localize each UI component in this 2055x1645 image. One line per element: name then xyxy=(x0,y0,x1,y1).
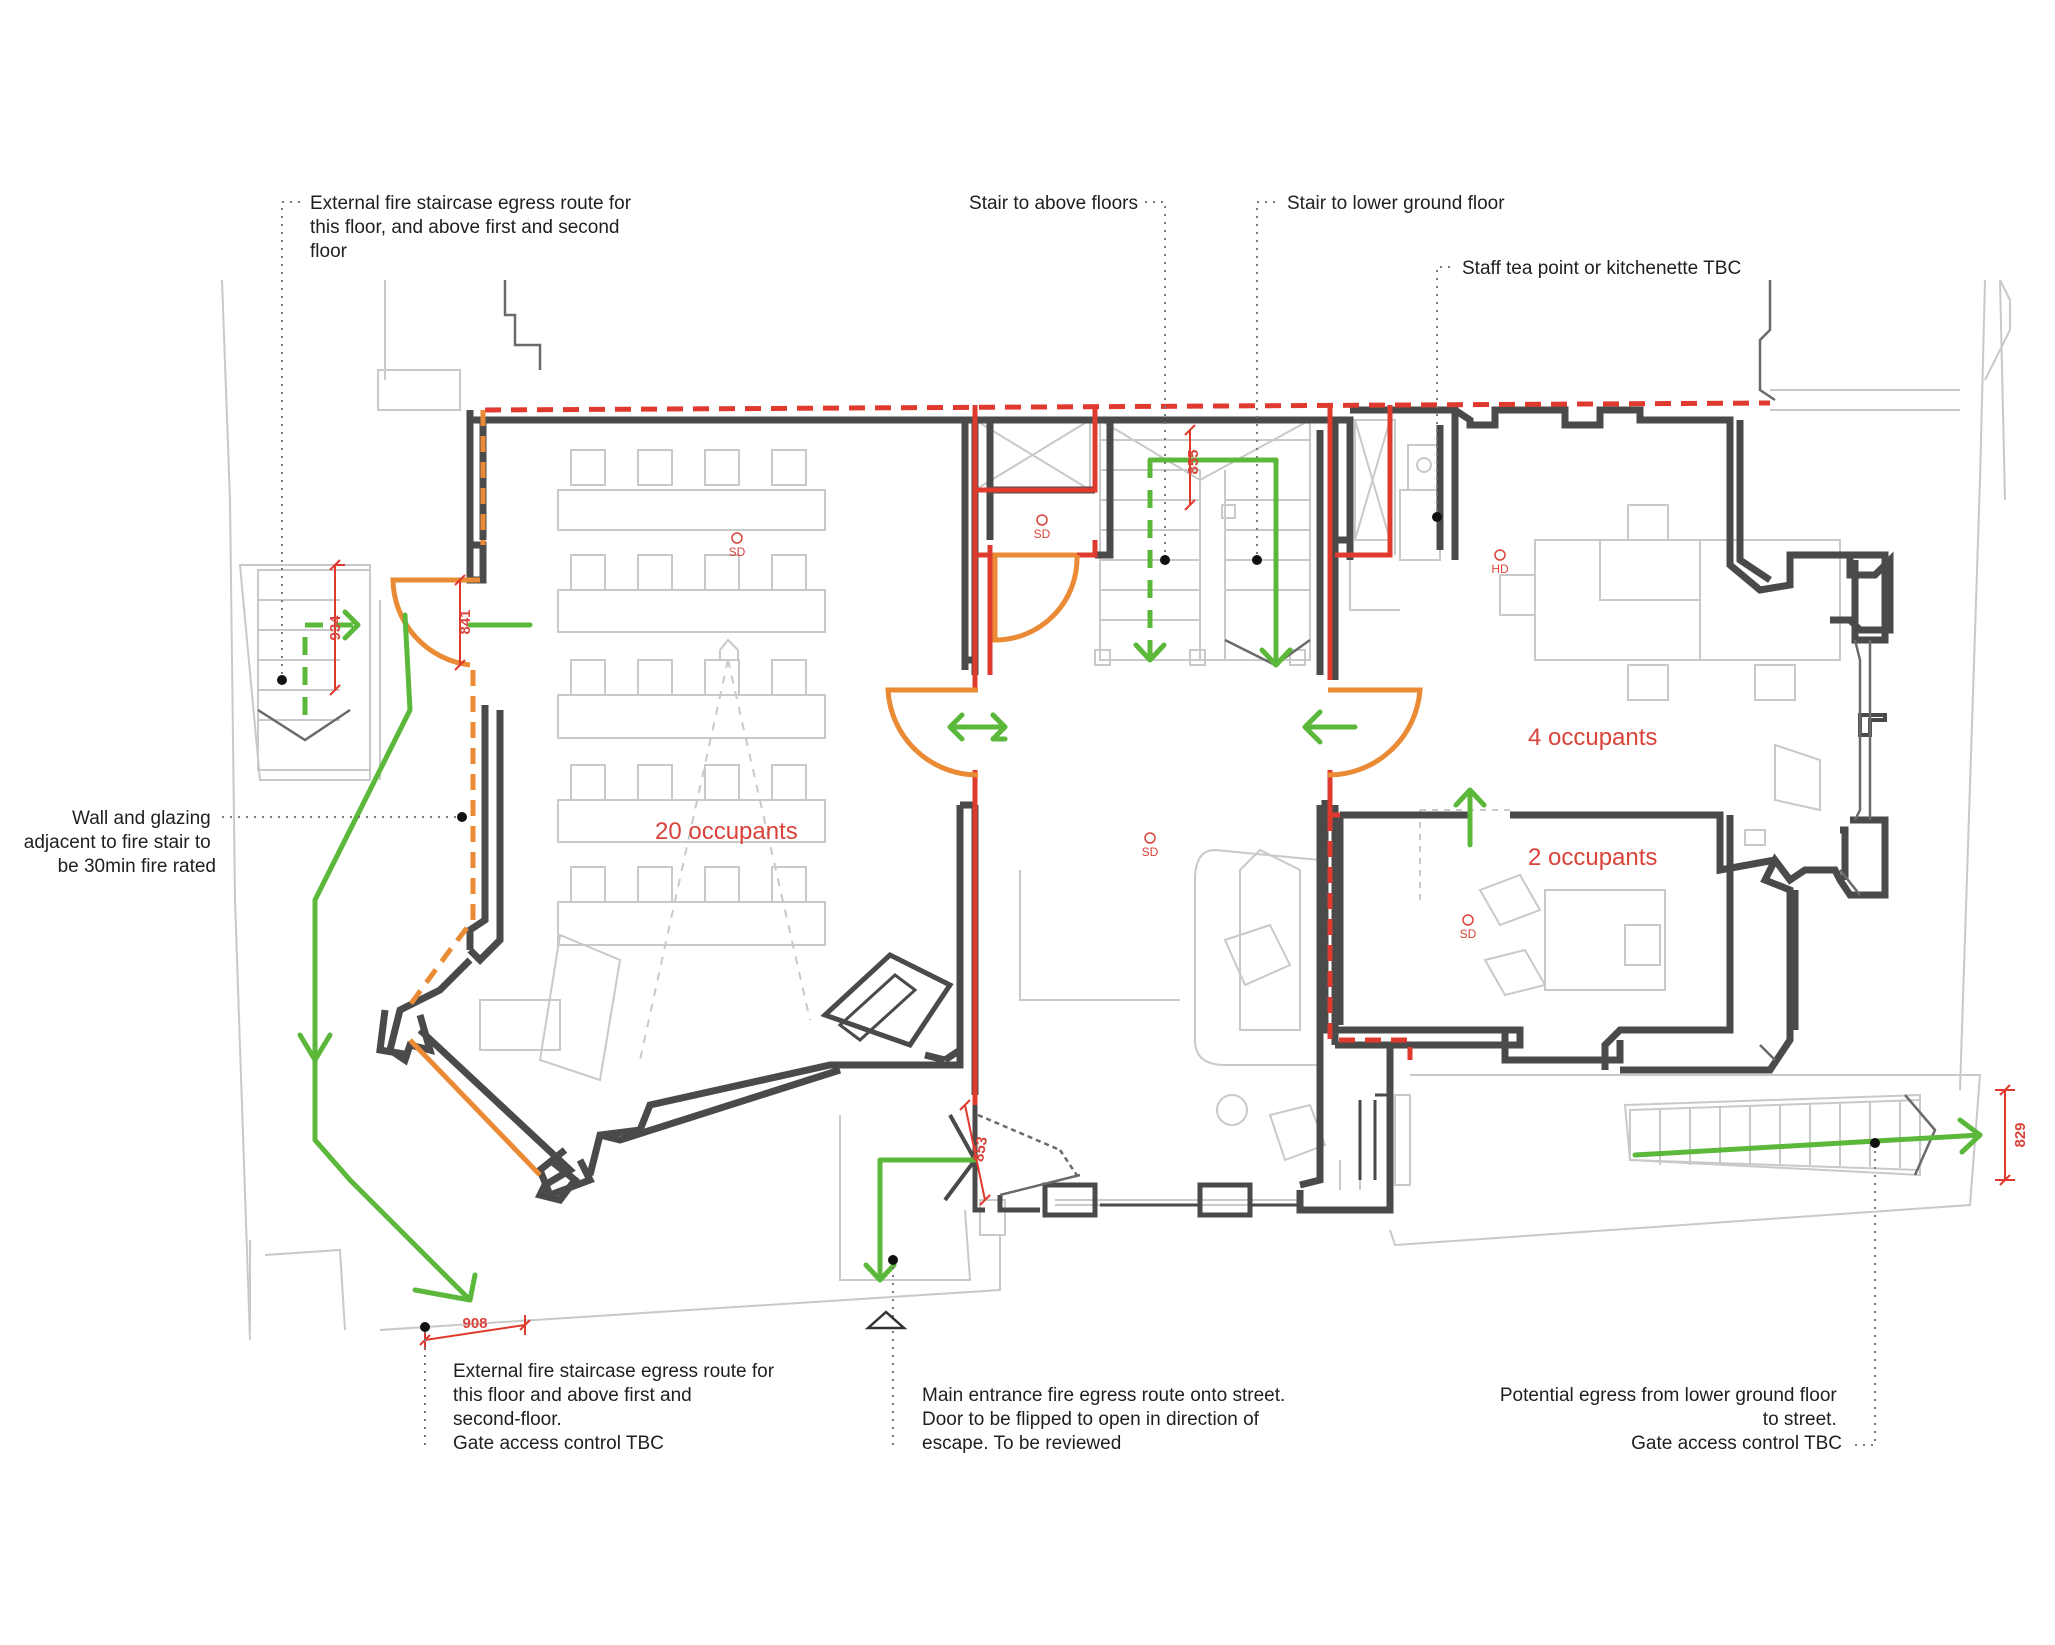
dimension-lines: 934 841 855 853 908 829 xyxy=(327,424,2029,1350)
dim-841-label: 841 xyxy=(457,609,474,634)
dim-853-label: 853 xyxy=(970,1135,991,1163)
dim-934-label: 934 xyxy=(327,615,344,641)
dim-934-line xyxy=(329,559,345,696)
furniture xyxy=(557,419,1841,1162)
note-ext-stair-top: External fire staircase egress route for… xyxy=(310,193,636,262)
armchairs-lobby xyxy=(1216,923,1327,1162)
svg-text:HD: HD xyxy=(1491,562,1509,576)
dim-853-line xyxy=(959,1099,991,1206)
egress-arrow-double-right xyxy=(990,712,1008,742)
egress-arrow-mid-left xyxy=(297,1032,333,1063)
context-lines xyxy=(221,279,2011,1341)
note-lower-ground: Potential egress from lower ground floor… xyxy=(1500,1385,1842,1454)
egress-route-lower-ground xyxy=(1632,1117,1983,1158)
egress-arrow-stair-left-flight xyxy=(1133,642,1167,663)
svg-text:SD: SD xyxy=(1460,927,1477,941)
desk-small-room xyxy=(1419,809,1666,997)
door-swing-core xyxy=(992,552,1080,643)
door-swing-left-room xyxy=(390,577,480,668)
egress-dashed-stair-left xyxy=(302,622,355,715)
dim-855-line xyxy=(1184,424,1196,511)
desk-right-room xyxy=(1499,504,1841,846)
dim-829-label: 829 xyxy=(2012,1122,2029,1147)
detector-sd-large-room: SD xyxy=(729,532,746,559)
detector-sd-core: SD xyxy=(1034,514,1051,541)
egress-routes xyxy=(297,457,1983,1303)
annotations: External fire staircase egress route for… xyxy=(24,193,1842,1454)
door-swings xyxy=(390,410,1423,1197)
leader-ext-stair-top xyxy=(281,201,300,680)
egress-arrow-double-lobby xyxy=(947,712,1008,742)
door-swing-lobby-right xyxy=(1327,687,1423,778)
dim-841-line xyxy=(454,574,466,671)
stairs xyxy=(257,419,1937,1176)
occupancy-right-room: 4 occupants xyxy=(1528,724,1657,751)
note-wall-glazing: Wall and glazing adjacent to fire stair … xyxy=(24,808,216,877)
dim-908-label: 908 xyxy=(462,1315,487,1332)
egress-arrow-right-door xyxy=(1302,709,1358,745)
egress-route-main-entrance xyxy=(863,1157,978,1283)
fire-compartment-lines xyxy=(484,400,1771,1105)
red-solid-core-right xyxy=(1327,405,1393,680)
dim-855-label: 855 xyxy=(1185,449,1202,474)
note-ext-stair-bottom: External fire staircase egress route for… xyxy=(453,1361,779,1454)
left-external-stair xyxy=(257,569,371,771)
red-dashed-lobby-right xyxy=(1327,815,1413,1060)
leader-lines xyxy=(222,201,1880,1446)
egress-arrow-small-room xyxy=(1453,787,1487,848)
red-solid-core-mid xyxy=(972,770,1340,818)
detectors: SD SD SD HD SD xyxy=(729,514,1509,941)
occupancy-large-room: 20 occupants xyxy=(655,818,798,845)
desk-grid-large-room xyxy=(557,449,826,1061)
walls xyxy=(376,280,1894,1218)
note-stair-lower: Stair to lower ground floor xyxy=(1287,193,1505,214)
right-external-stair xyxy=(1629,1094,1937,1176)
red-solid-core-left xyxy=(972,405,1098,1100)
note-tea-point: Staff tea point or kitchenette TBC xyxy=(1462,258,1741,279)
dim-829-line xyxy=(1995,1084,2015,1186)
orange-dashed-route xyxy=(407,410,486,1007)
note-stair-above: Stair to above floors xyxy=(969,193,1138,214)
door-swing-lobby-left xyxy=(885,687,979,778)
egress-arrow-street-left xyxy=(412,1272,478,1303)
detector-sd-small-room: SD xyxy=(1460,914,1477,941)
entrance-triangle-icon xyxy=(864,1310,908,1330)
svg-text:SD: SD xyxy=(1142,845,1159,859)
orange-line-bottom xyxy=(408,1038,542,1177)
leader-stair-lower xyxy=(1256,201,1275,560)
leader-lower-ground xyxy=(1855,1143,1876,1446)
note-main-entrance: Main entrance fire egress route onto str… xyxy=(922,1385,1291,1454)
egress-route-left xyxy=(312,612,533,1303)
detector-hd-right: HD xyxy=(1491,549,1509,576)
egress-stair-down xyxy=(1259,457,1293,668)
occupancy-labels: 20 occupants 4 occupants 2 occupants xyxy=(655,724,1657,871)
svg-text:SD: SD xyxy=(1034,527,1051,541)
occupancy-small-room: 2 occupants xyxy=(1528,844,1657,871)
egress-arrow-stair-left xyxy=(342,609,361,641)
svg-text:SD: SD xyxy=(729,545,746,559)
red-dashed-boundary-top xyxy=(484,400,1771,413)
detector-sd-lobby: SD xyxy=(1142,832,1159,859)
